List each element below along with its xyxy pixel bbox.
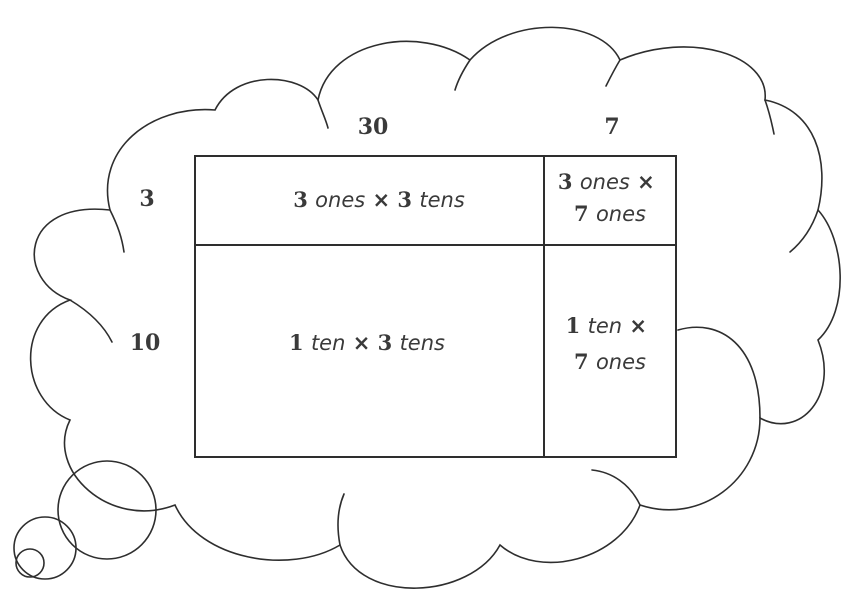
cloud-seam-5 [789,209,819,253]
column-header-30: 30 [358,114,389,140]
column-header-7: 7 [604,114,619,140]
cloud-seam-3 [605,59,621,87]
cloud-seam-7 [109,209,125,253]
thought-cloud-outline [29,26,841,589]
cloud-seam-8 [677,326,761,419]
thought-bubble-large [57,460,157,560]
cloud-seam-1 [317,99,329,129]
cell-1ten-x-7ones: 1 ten × 7 ones [566,313,655,374]
row-header-3: 3 [139,186,154,212]
cell-1ten-x-3tens: 1 ten × 3 tens [289,330,445,355]
cell-3ones-x-7ones: 3 ones × 7 ones [558,169,662,226]
cloud-seam-6 [69,299,113,343]
cloud-seam-2 [454,59,471,91]
cloud-seam-9 [337,493,345,546]
row-header-10: 10 [130,330,161,356]
thought-bubble-medium [13,516,77,580]
cell-3ones-x-3tens: 3 ones × 3 tens [293,187,465,212]
area-model-rect [194,155,677,458]
thought-bubble-small [15,548,45,578]
cloud-seam-4 [764,99,775,135]
cloud-seam-10 [591,469,641,506]
